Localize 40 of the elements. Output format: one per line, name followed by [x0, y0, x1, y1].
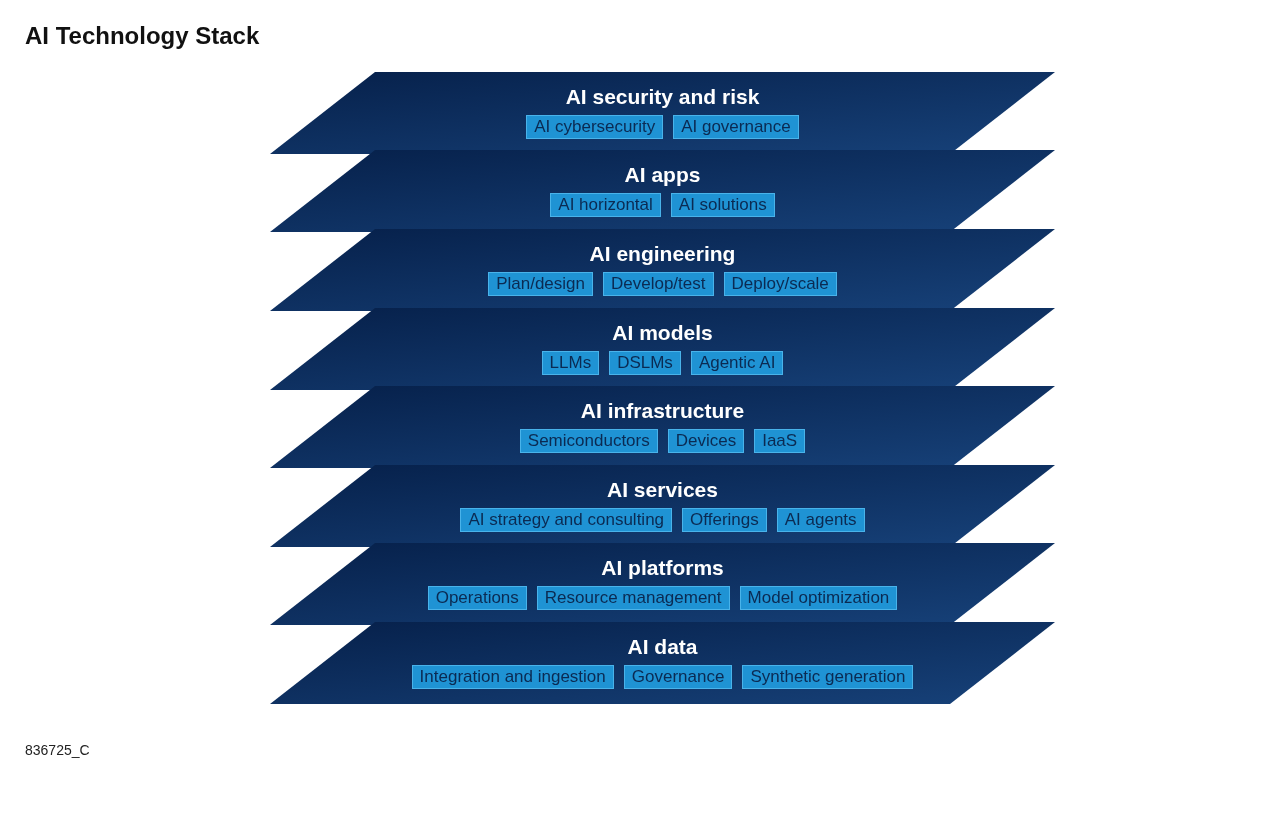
category-tag: Operations — [427, 586, 527, 610]
category-tag: AI cybersecurity — [526, 115, 664, 139]
category-tag: AI agents — [776, 508, 865, 532]
category-tag: AI governance — [673, 115, 799, 139]
layer-title: AI platforms — [601, 556, 724, 580]
category-tag: Devices — [667, 429, 745, 453]
layer-plane — [270, 622, 1055, 704]
category-tag: AI solutions — [670, 193, 775, 217]
layer-title: AI security and risk — [565, 85, 760, 109]
document-id: 836725_C — [25, 742, 90, 758]
layer-plane — [270, 150, 1055, 232]
category-tag: Governance — [623, 665, 733, 689]
layer-plane — [270, 72, 1055, 154]
layer-plane — [270, 465, 1055, 547]
layer-title: AI services — [607, 478, 718, 502]
category-tag: IaaS — [754, 429, 806, 453]
category-tag: Develop/test — [603, 272, 714, 296]
category-tag: AI strategy and consulting — [460, 508, 673, 532]
layer-plane — [270, 229, 1055, 311]
category-tag: Resource management — [536, 586, 730, 610]
category-tag: Agentic AI — [690, 351, 784, 375]
category-tag: Deploy/scale — [723, 272, 837, 296]
category-tag: Synthetic generation — [742, 665, 914, 689]
category-tag: Integration and ingestion — [411, 665, 614, 689]
layer-title: AI data — [627, 635, 698, 659]
layer-plane — [270, 308, 1055, 390]
layer-title: AI engineering — [589, 242, 736, 266]
layer-plane — [270, 386, 1055, 468]
category-tag: Semiconductors — [519, 429, 658, 453]
layer-title: AI infrastructure — [580, 399, 745, 423]
diagram-title: AI Technology Stack — [25, 22, 260, 50]
category-tag: AI horizontal — [550, 193, 661, 217]
category-tag: LLMs — [541, 351, 600, 375]
category-tag: Offerings — [682, 508, 767, 532]
layer-plane — [270, 543, 1055, 625]
layer-title: AI apps — [624, 163, 701, 187]
category-tag: Model optimization — [739, 586, 898, 610]
category-tag: Plan/design — [488, 272, 593, 296]
category-tag: DSLMs — [609, 351, 681, 375]
layer-title: AI models — [612, 321, 713, 345]
